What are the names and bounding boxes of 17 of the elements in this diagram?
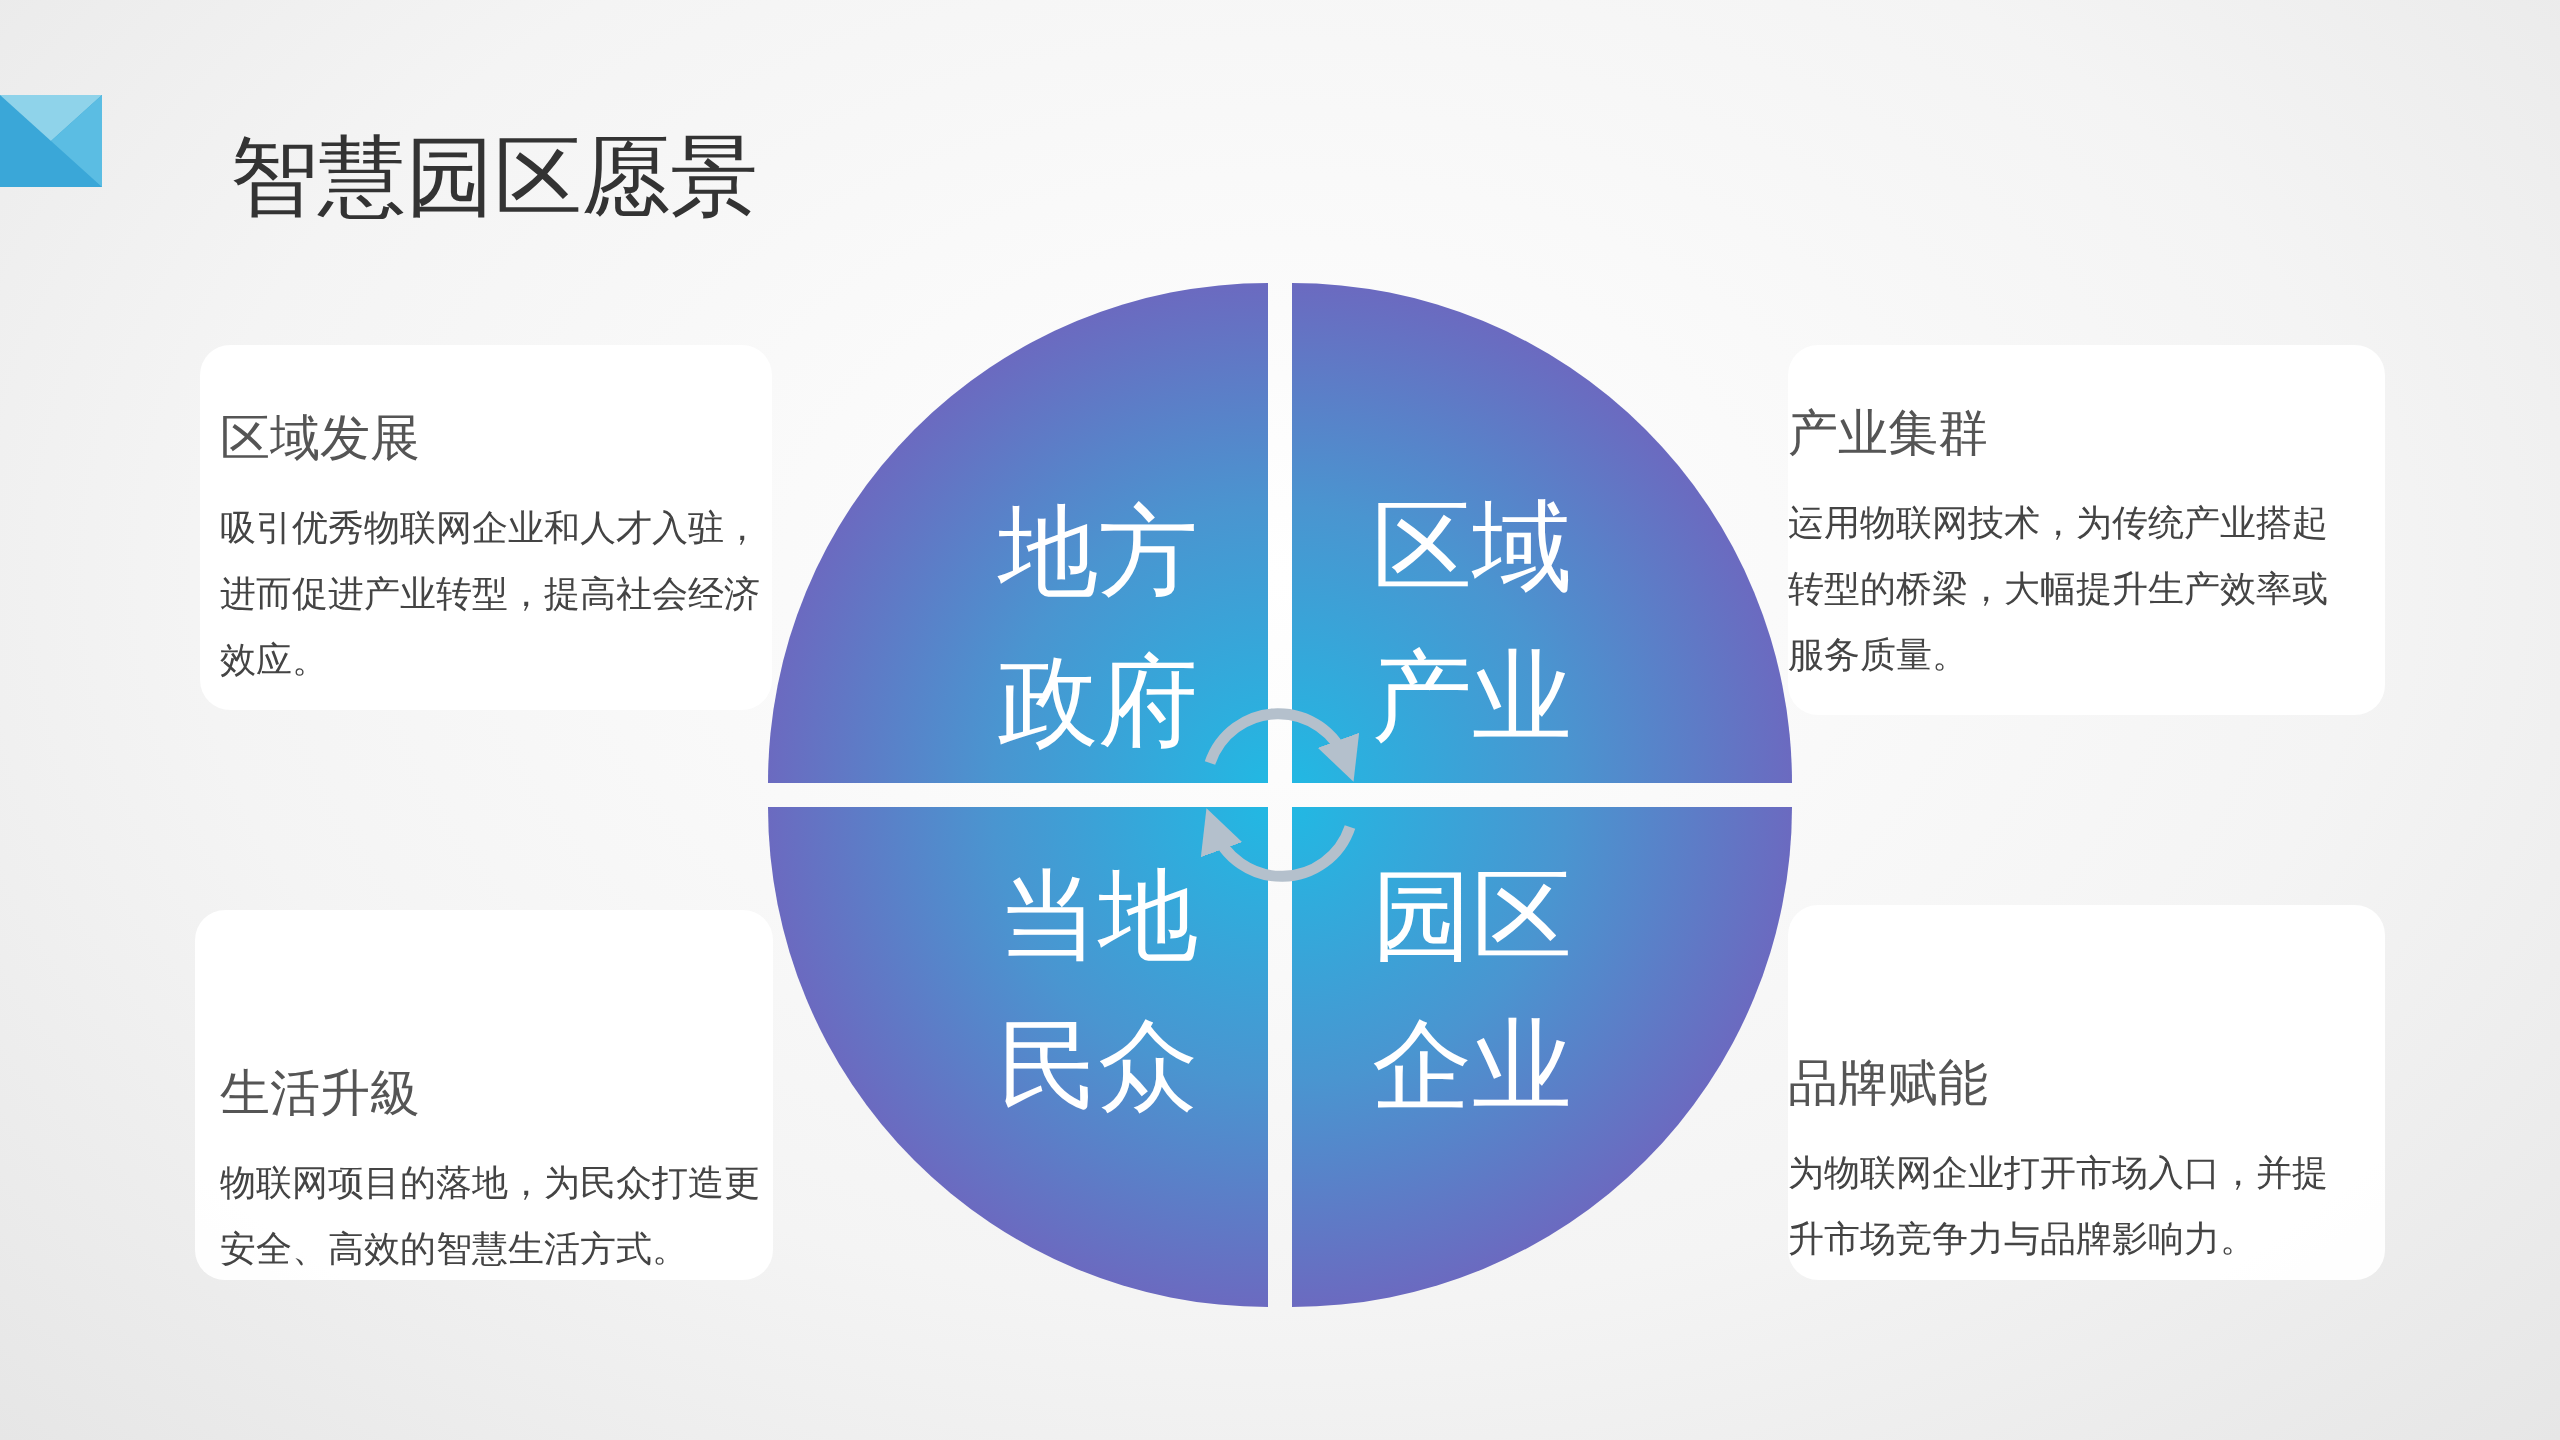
card-description: 物联网项目的落地，为民众打造更安全、高效的智慧生活方式。	[220, 1162, 760, 1271]
card-description: 为物联网企业打开市场入口，并提升市场竞争力与品牌影响力。	[1788, 1152, 2329, 1261]
text-card	[1788, 345, 2385, 715]
card-description: 吸引优秀物联网企业和人才入驻，进而促进产业转型，提高社会经济效应。	[220, 507, 761, 682]
segment-label: 当地民众	[998, 860, 1199, 1124]
slide-title: 智慧园区愿景	[230, 128, 758, 228]
card-heading: 品牌赋能	[1788, 1054, 1988, 1113]
card-description: 运用物联网技术，为传统产业搭起转型的桥梁，大幅提升生产效率或服务质量。	[1788, 502, 2329, 677]
card-heading: 区域发展	[220, 409, 420, 468]
card-heading: 产业集群	[1788, 404, 1988, 463]
text-card	[200, 345, 772, 710]
segment-label: 区域产业	[1372, 491, 1573, 755]
cycle-arrow	[1204, 708, 1358, 782]
cycle-arrow	[1202, 808, 1356, 882]
segment-label: 园区企业	[1372, 860, 1573, 1124]
segment-label: 地方政府	[998, 496, 1199, 760]
card-heading: 生活升級	[220, 1064, 420, 1123]
